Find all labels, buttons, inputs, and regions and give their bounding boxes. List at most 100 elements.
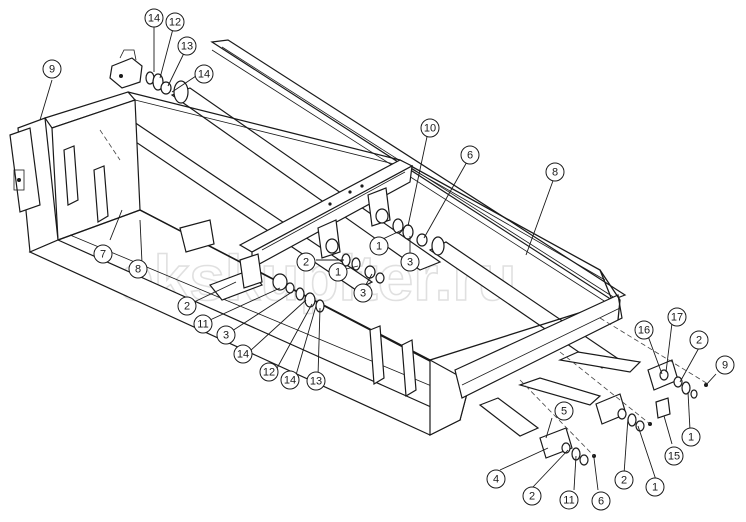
- callout-label: 10: [424, 123, 436, 135]
- callout-16: 16: [634, 320, 654, 340]
- explode-lines: [99, 129, 709, 457]
- callout-circle: [634, 320, 654, 340]
- callout-circle: [460, 145, 480, 165]
- callout-circle: [689, 330, 709, 350]
- callout-label: 12: [169, 17, 181, 29]
- callout-11: 11: [193, 314, 213, 334]
- callout-circle: [42, 59, 62, 79]
- callout-circle: [420, 118, 440, 138]
- callout-circle: [715, 355, 735, 375]
- roller-5: [518, 377, 602, 406]
- callout-label: 6: [598, 496, 604, 508]
- callout-circle: [522, 486, 542, 506]
- callout-label: 3: [360, 288, 366, 300]
- callout-7: 7: [93, 244, 113, 264]
- callout-2: 2: [296, 252, 316, 272]
- callout-1: 1: [328, 262, 348, 282]
- callout-4: 4: [486, 469, 506, 489]
- callout-circle: [128, 259, 148, 279]
- callout-circle: [664, 446, 684, 466]
- callout-circle: [681, 427, 701, 447]
- callout-label: 11: [563, 495, 574, 507]
- callout-13: 13: [177, 36, 197, 56]
- callout-8: 8: [545, 162, 565, 182]
- bearing-bracket-lower: [317, 219, 341, 259]
- callout-circle: [545, 162, 565, 182]
- callout-label: 12: [263, 367, 275, 379]
- callout-3: 3: [400, 252, 420, 272]
- end-plate-left: [9, 127, 41, 213]
- callout-label: 17: [671, 312, 683, 324]
- callout-9: 9: [42, 59, 62, 79]
- callout-label: 3: [407, 257, 413, 269]
- callout-label: 14: [148, 13, 160, 25]
- mount-plate-lower: [209, 253, 288, 301]
- callout-circle: [554, 401, 574, 421]
- callout-1: 1: [681, 427, 701, 447]
- callout-1: 1: [369, 236, 389, 256]
- cross-beam: [238, 159, 414, 270]
- callout-label: 2: [529, 491, 535, 503]
- callout-label: 8: [552, 167, 558, 179]
- callout-circle: [259, 362, 279, 382]
- callout-label: 2: [621, 475, 627, 487]
- callout-2: 2: [522, 486, 542, 506]
- callout-circle: [369, 236, 389, 256]
- callout-label: 15: [668, 451, 680, 463]
- gusset-plates: [63, 145, 417, 398]
- leader-lines: [39, 24, 717, 491]
- callout-12: 12: [165, 12, 185, 32]
- callout-13: 13: [306, 371, 326, 391]
- callout-circle: [296, 252, 316, 272]
- callout-circle: [328, 262, 348, 282]
- callout-circle: [614, 470, 634, 490]
- callout-label: 3: [223, 330, 229, 342]
- callout-label: 8: [135, 264, 141, 276]
- callout-label: 2: [303, 257, 309, 269]
- callout-label: 13: [181, 41, 193, 53]
- callout-circle: [486, 469, 506, 489]
- callout-14: 14: [280, 370, 300, 390]
- callout-label: 9: [49, 64, 55, 76]
- callout-9: 9: [715, 355, 735, 375]
- callout-circle: [177, 296, 197, 316]
- callout-circle: [233, 344, 253, 364]
- callout-label: 7: [100, 249, 106, 261]
- callout-14: 14: [194, 64, 214, 84]
- callout-12: 12: [259, 362, 279, 382]
- callout-6: 6: [460, 145, 480, 165]
- bearing-stack-centre: [285, 218, 428, 313]
- callout-circle: [193, 314, 213, 334]
- callout-label: 1: [335, 267, 341, 279]
- callout-circle: [280, 370, 300, 390]
- callout-circle: [667, 307, 687, 327]
- callout-label: 1: [652, 482, 658, 494]
- gearbox: [109, 49, 143, 89]
- callout-17: 17: [667, 307, 687, 327]
- callout-circle: [194, 64, 214, 84]
- callout-circle: [353, 283, 373, 303]
- callout-2: 2: [177, 296, 197, 316]
- gearbox-bearings: [145, 71, 172, 95]
- callout-label: 4: [493, 474, 499, 486]
- callout-circle: [144, 8, 164, 28]
- callout-circle: [591, 491, 611, 511]
- callout-5: 5: [554, 401, 574, 421]
- callout-label: 9: [722, 360, 728, 372]
- roller-6: [478, 397, 540, 437]
- callout-circle: [216, 325, 236, 345]
- callout-14: 14: [233, 344, 253, 364]
- callout-11: 11: [559, 490, 579, 510]
- callout-label: 2: [696, 335, 702, 347]
- bracket-15: [655, 397, 671, 419]
- callout-1: 1: [645, 477, 665, 497]
- callout-label: 14: [198, 69, 210, 81]
- callout-circle: [177, 36, 197, 56]
- callout-label: 14: [237, 349, 249, 361]
- callout-label: 14: [284, 375, 296, 387]
- callout-8: 8: [128, 259, 148, 279]
- callout-6: 6: [591, 491, 611, 511]
- callout-circle: [559, 490, 579, 510]
